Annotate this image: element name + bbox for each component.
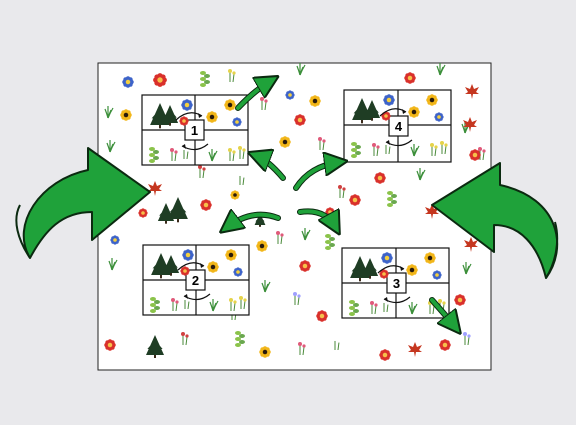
red-flower-icon <box>153 73 167 87</box>
quadrat-2-label: 2 <box>192 273 199 288</box>
red-flower-icon <box>379 349 391 361</box>
blue-flower-icon <box>122 76 134 88</box>
sunflower-icon <box>426 94 438 106</box>
sunflower-icon <box>424 252 436 264</box>
sunflower-icon <box>206 111 218 123</box>
blue-flower-icon <box>285 90 294 99</box>
blue-flower-icon <box>233 267 242 276</box>
red-flower-icon <box>138 208 147 217</box>
blue-flower-icon <box>434 112 443 121</box>
blue-flower-icon <box>381 252 393 264</box>
red-flower-icon <box>299 260 311 272</box>
sunflower-icon <box>256 240 268 252</box>
red-flower-icon <box>374 172 386 184</box>
red-flower-icon <box>381 111 390 120</box>
red-flower-icon <box>349 194 361 206</box>
blue-flower-icon <box>181 99 193 111</box>
quadrat-4-label: 4 <box>395 119 403 134</box>
red-flower-icon <box>200 199 212 211</box>
red-flower-icon <box>469 149 481 161</box>
red-flower-icon <box>104 339 116 351</box>
blue-flower-icon <box>432 270 441 279</box>
sunflower-icon <box>120 109 132 121</box>
sunflower-icon <box>408 106 420 118</box>
sunflower-icon <box>259 346 271 358</box>
sunflower-icon <box>309 95 321 107</box>
blue-flower-icon <box>232 117 241 126</box>
sunflower-icon <box>230 190 239 199</box>
red-flower-icon <box>439 339 451 351</box>
quadrat-1-label: 1 <box>191 123 198 138</box>
red-flower-icon <box>179 116 188 125</box>
red-flower-icon <box>294 114 306 126</box>
sunflower-icon <box>207 261 219 273</box>
sunflower-icon <box>224 99 236 111</box>
sunflower-icon <box>225 249 237 261</box>
red-flower-icon <box>316 310 328 322</box>
quadrat-3-label: 3 <box>393 276 400 291</box>
sunflower-icon <box>406 264 418 276</box>
blue-flower-icon <box>182 249 194 261</box>
red-flower-icon <box>404 72 416 84</box>
blue-flower-icon <box>383 94 395 106</box>
red-flower-icon <box>180 266 189 275</box>
blue-flower-icon <box>110 235 119 244</box>
red-flower-icon <box>454 294 466 306</box>
sunflower-icon <box>279 136 291 148</box>
